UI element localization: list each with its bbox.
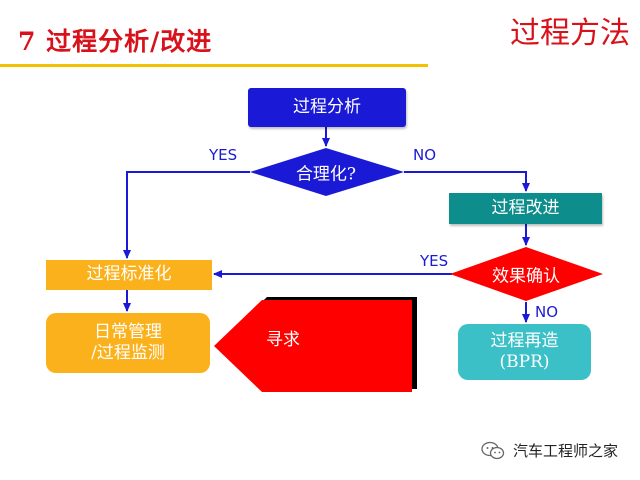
node-reengineering-line1: 过程再造 [490,330,559,351]
rationalize-label: 合理化? [295,164,357,185]
node-daily-management-line1: 日常管理 [94,321,162,342]
wechat-icon [481,441,505,459]
node-standardize-label: 过程标准化 [86,264,172,285]
slide-title: 7 过程分析/改进 [18,27,213,56]
seek-shape [214,300,412,392]
watermark-text: 汽车工程师之家 [512,442,618,460]
effect-confirm-label: 效果确认 [492,266,560,287]
edge-label-no-rationalize: NO [413,146,437,164]
rationalize-diamond [250,148,404,196]
node-daily-management-line2: /过程监测 [91,343,165,363]
corner-title: 过程方法 [510,16,630,51]
edge-rationalize-no [404,171,530,192]
node-process-improve-label: 过程改进 [491,197,560,218]
node-reengineering-line2: (BPR) [499,352,550,372]
effect-confirm-diamond [450,247,603,301]
seek-label: 寻求 [266,330,300,350]
node-standardize: 过程标准化 [46,260,212,290]
edge-label-yes-rationalize: YES [209,146,238,164]
edge-label-yes-confirm: YES [420,252,449,270]
node-process-improve: 过程改进 [449,193,602,224]
title-underline [0,64,428,67]
node-daily-management: 日常管理 /过程监测 [46,313,210,373]
node-process-analysis-label: 过程分析 [293,96,361,117]
node-process-analysis: 过程分析 [248,88,406,127]
edge-rationalize-yes [123,171,250,259]
node-reengineering: 过程再造 (BPR) [458,324,591,380]
edge-label-no-confirm: NO [535,303,559,321]
watermark: 汽车工程师之家 [481,440,618,461]
